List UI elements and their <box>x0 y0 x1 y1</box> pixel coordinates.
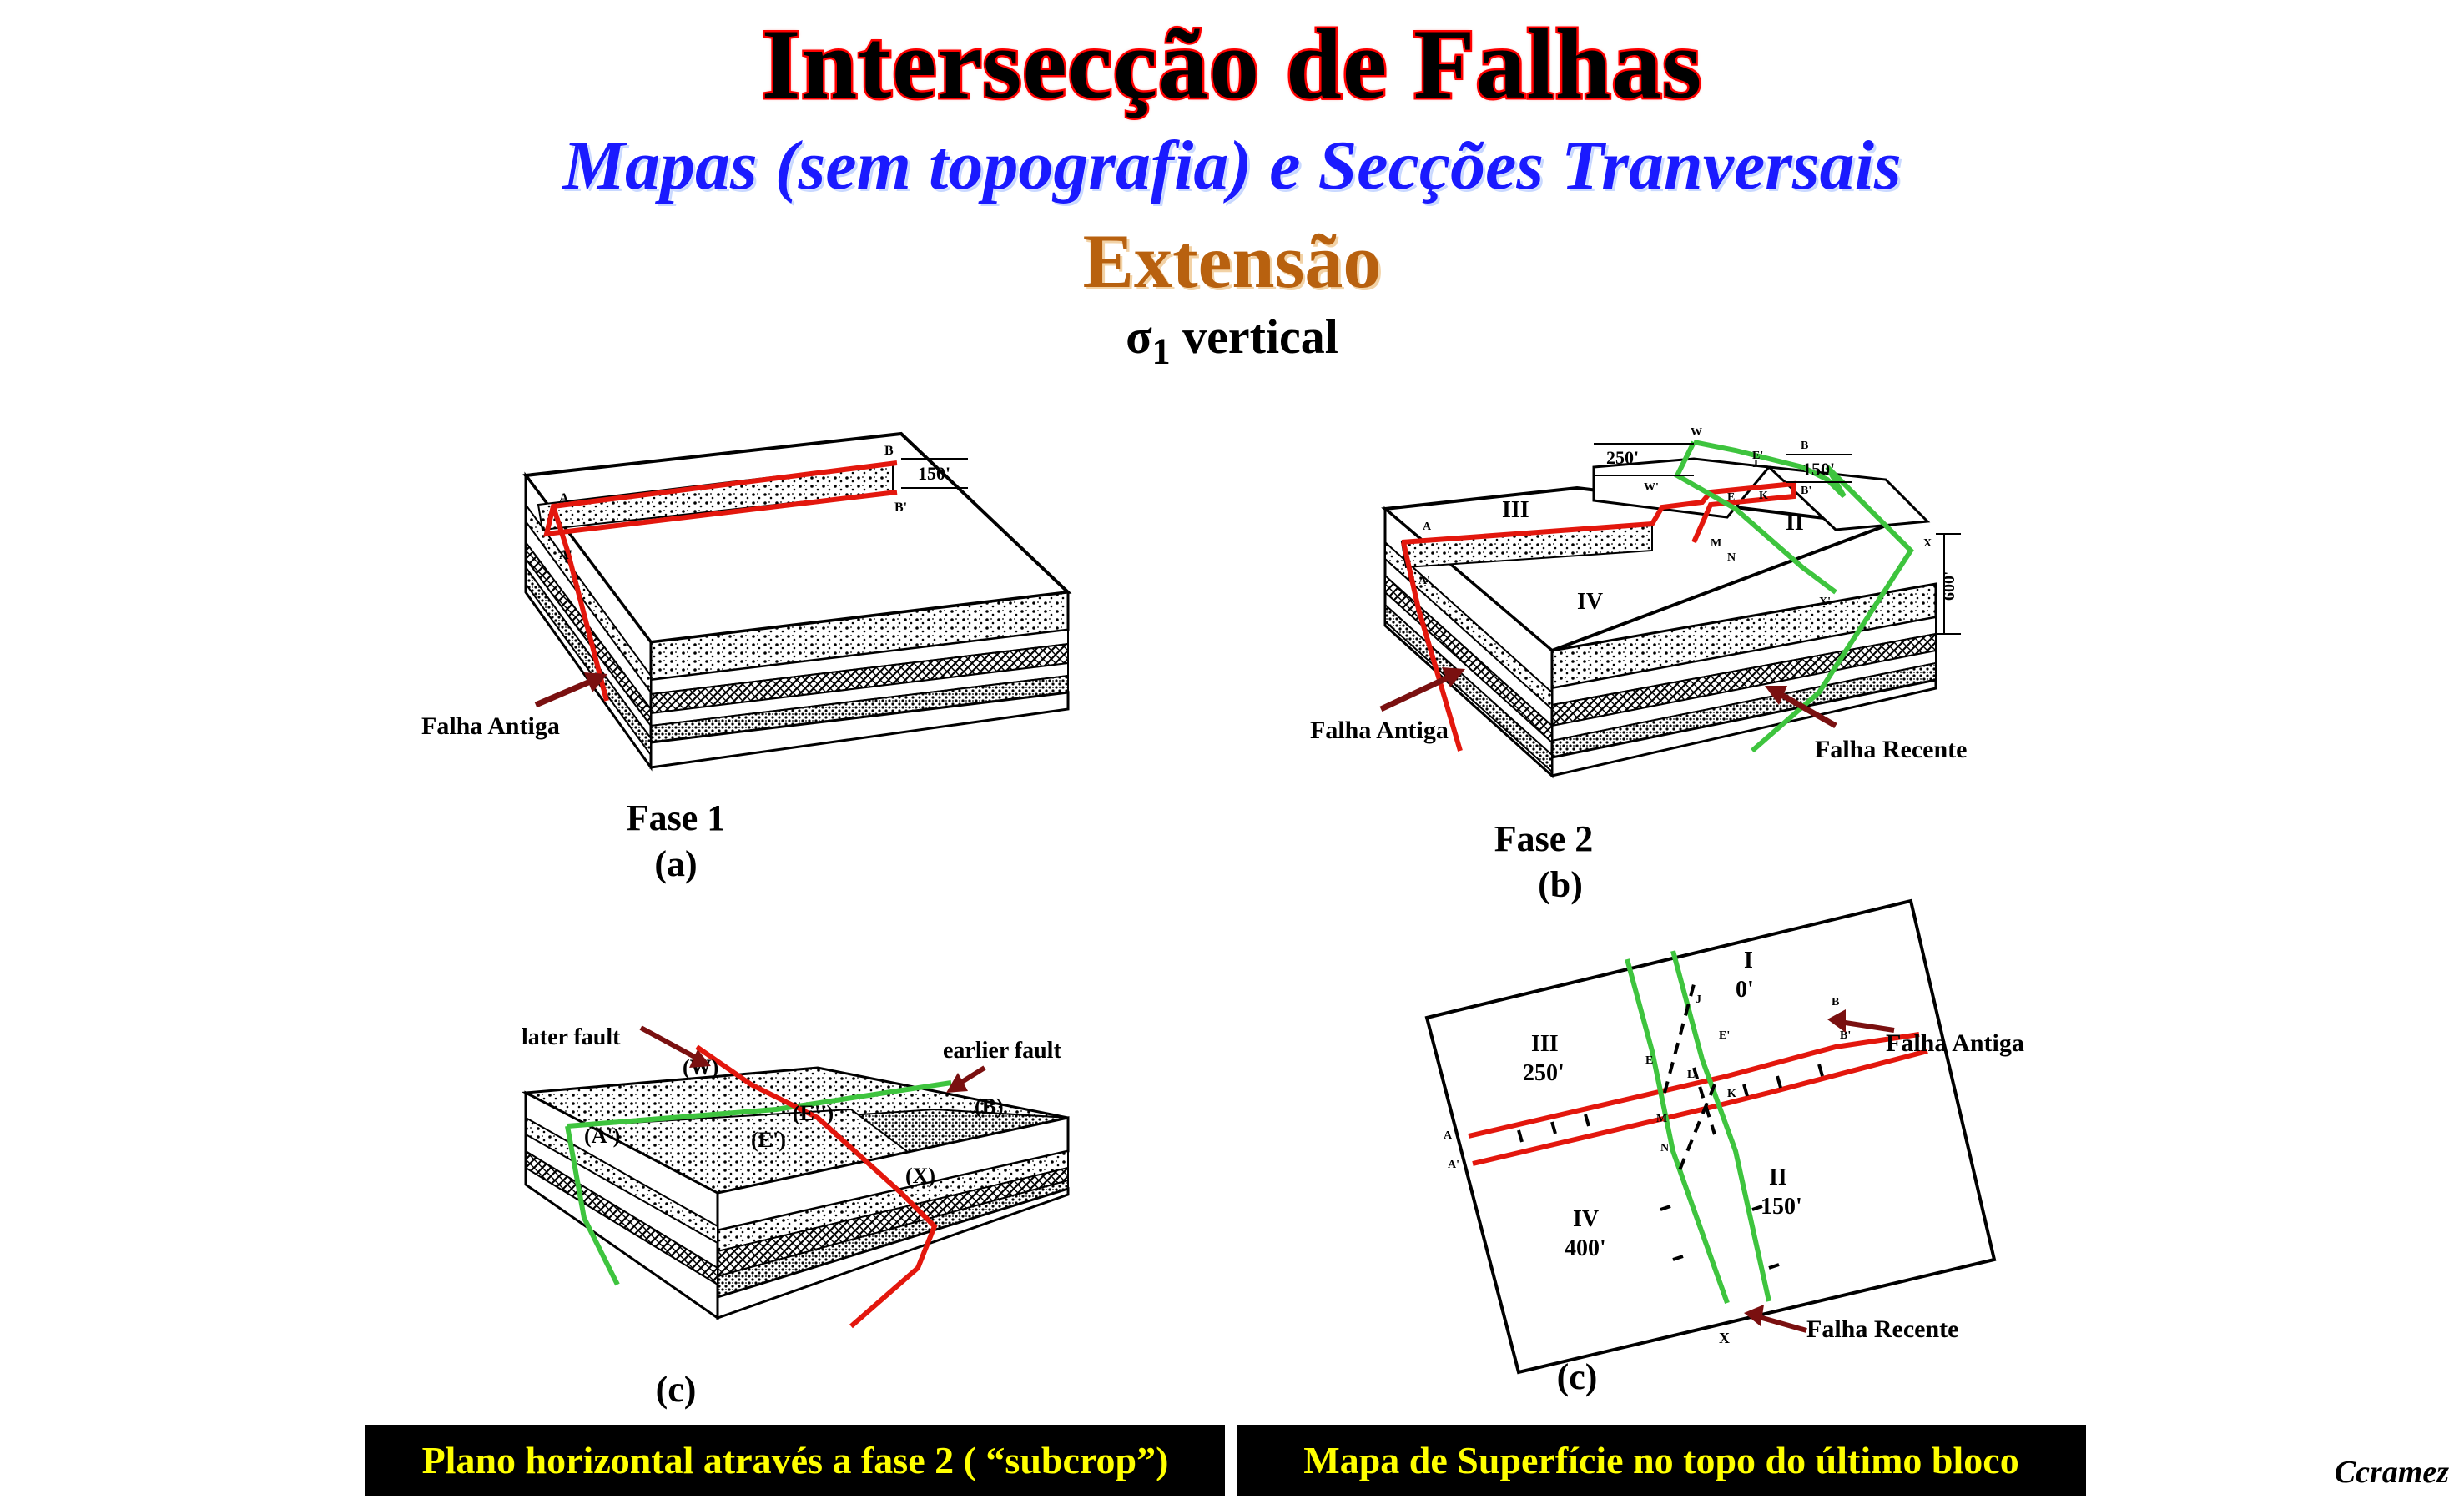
panel-b-point-w-prime: W' <box>1644 481 1659 494</box>
panel-b-old-fault-label: Falha Antiga <box>1310 717 1449 744</box>
panel-c2-map: I 0' III 250' II 150' IV 400' A A' B B' … <box>1424 898 2024 1375</box>
page-subtitle: Mapas (sem topografia) e Secções Tranver… <box>562 127 1902 204</box>
panel-b-thickness: 600' <box>1940 571 1958 601</box>
panel-c1-diagram: later fault earlier fault (W) (B) (A') (… <box>521 1024 1070 1329</box>
panel-c2-letter: (c) <box>1556 1356 1598 1397</box>
panel-c2-point-e: E <box>1645 1054 1653 1067</box>
panel-b-point-w: W <box>1691 426 1702 439</box>
panel-b-throw-left: 250' <box>1606 447 1639 468</box>
panel-c2-block-iv-name: IV <box>1573 1206 1599 1232</box>
panel-b-throw-right: 150' <box>1802 459 1835 480</box>
panel-b-point-b-prime: B' <box>1801 485 1811 497</box>
panel-b-point-j: J <box>1752 458 1758 470</box>
panel-b-new-fault-label: Falha Recente <box>1815 736 1967 763</box>
panel-b-block-iv: IV <box>1577 589 1603 615</box>
panel-c2-point-j: J <box>1696 993 1701 1006</box>
panel-c2-point-a-prime: A' <box>1448 1159 1459 1171</box>
panel-a-point-b: B <box>884 444 894 458</box>
panel-c2-point-e-prime: E' <box>1719 1029 1730 1042</box>
panel-b-point-m: M <box>1711 537 1721 550</box>
panel-c2-block-i-depth: 0' <box>1736 977 1754 1003</box>
panel-c2-old-fault-label: Falha Antiga <box>1886 1029 2024 1057</box>
panel-b-block-iii: III <box>1502 497 1529 523</box>
panel-c1-earlier-fault: earlier fault <box>943 1038 1061 1064</box>
panel-c1-point-a-prime: (A') <box>584 1124 620 1148</box>
banner-surface-map: Mapa de Superfície no topo do último blo… <box>1237 1425 2086 1496</box>
panel-b-point-b: B <box>1801 440 1808 452</box>
panel-c1-point-e-prime: (E') <box>751 1128 786 1152</box>
panel-c2-block-ii-name: II <box>1769 1164 1787 1190</box>
panel-a-diagram: 150' B B' A A' Falha Antiga <box>421 431 1072 772</box>
panel-c2-block-i-name: I <box>1744 948 1753 973</box>
panel-b-point-a-prime: A' <box>1418 575 1430 587</box>
panel-b-phase: Fase 2 <box>1494 818 1594 859</box>
panel-b-point-n: N <box>1727 551 1736 564</box>
page-title: Intersecção de Falhas <box>759 7 1703 122</box>
panel-c2-point-b: B <box>1832 996 1839 1009</box>
sigma-text: vertical <box>1182 309 1338 364</box>
panel-c2-block-ii-depth: 150' <box>1761 1194 1802 1220</box>
panel-c2-block-iii-name: III <box>1531 1031 1559 1057</box>
panel-a-point-a-prime: A' <box>559 548 572 562</box>
regime-label: Extensão <box>1082 219 1382 304</box>
panel-c2-new-fault-label: Falha Recente <box>1806 1315 1958 1343</box>
panel-b-point-k: K <box>1759 490 1768 502</box>
stress-label: σ1 vertical <box>0 309 2464 373</box>
panel-b-point-x: X <box>1923 537 1932 550</box>
sigma-symbol: σ <box>1126 309 1152 364</box>
sigma-index: 1 <box>1151 330 1171 372</box>
banner-subcrop: Plano horizontal através a fase 2 ( “sub… <box>365 1425 1225 1496</box>
panel-a-phase: Fase 1 <box>626 797 726 838</box>
panel-c2-point-n: N <box>1660 1142 1669 1154</box>
panel-c2-point-x: X <box>1719 1330 1730 1346</box>
panel-c2-point-k: K <box>1727 1088 1736 1100</box>
panel-c2-block-iii-depth: 250' <box>1523 1060 1565 1086</box>
panel-a-point-a: A <box>559 491 569 506</box>
panel-a-point-b-prime: B' <box>894 500 907 515</box>
panel-b-point-x-prime: X' <box>1819 596 1831 608</box>
panel-c2-point-m: M <box>1656 1113 1667 1125</box>
panel-a-letter: (a) <box>654 843 698 884</box>
panel-a-fault-label: Falha Antiga <box>421 712 560 740</box>
panel-c1-later-fault: later fault <box>522 1024 621 1050</box>
panel-b-diagram: 600' 250' 150' III II IV W W' E E' B B' … <box>1310 426 1967 779</box>
panel-c1-point-x: (X) <box>905 1164 935 1188</box>
panel-b-point-a: A <box>1423 521 1432 533</box>
panel-c2-point-a: A <box>1444 1129 1453 1142</box>
author-credit: Ccramez <box>2334 1455 2449 1490</box>
panel-b-block-ii: II <box>1786 510 1804 536</box>
panel-a-throw: 150' <box>918 463 950 484</box>
panel-c1-point-b: (B) <box>975 1094 1004 1119</box>
panel-c2-point-b-prime: B' <box>1840 1029 1851 1042</box>
panel-c2-point-l: L <box>1687 1069 1695 1081</box>
panel-c1-point-e-dprime: (E'') <box>793 1101 834 1125</box>
panel-b-point-e-prime: E' <box>1752 450 1763 462</box>
panel-c2-block-iv-depth: 400' <box>1565 1235 1606 1261</box>
panel-b-point-e: E <box>1727 491 1735 504</box>
panel-b-letter: (b) <box>1538 864 1583 905</box>
panel-c1-letter: (c) <box>655 1369 697 1410</box>
